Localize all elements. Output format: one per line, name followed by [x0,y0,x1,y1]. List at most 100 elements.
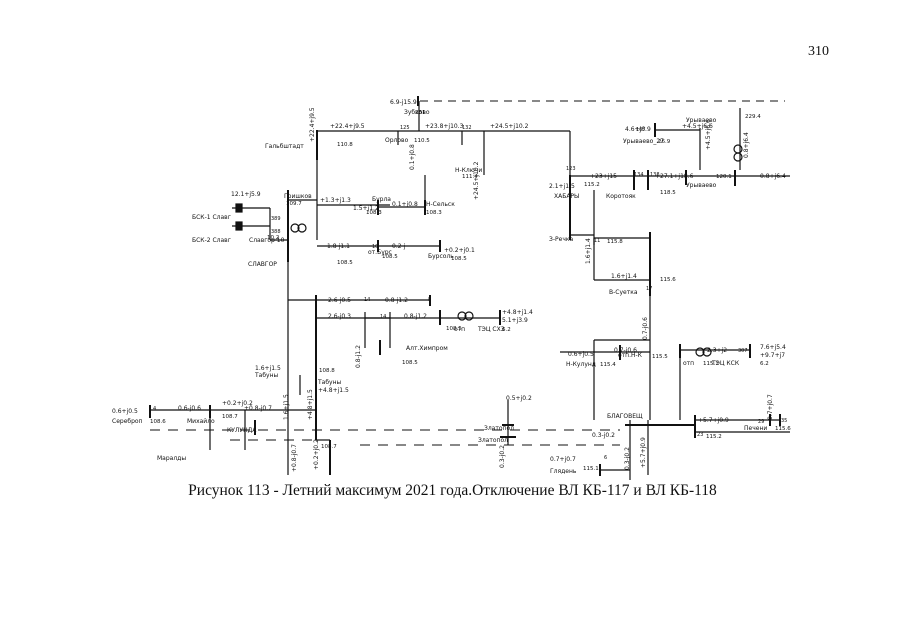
node-otp-n-k: отп.Н-К [618,352,643,359]
node-blagoveshch: БЛАГОВЕЩ [607,413,643,420]
node-pechenii: Печени [744,425,767,432]
vertical-flow-labels: +22.4+j9.5 0.1+j0.8 +24.5+j10.2 1.6+j1.4… [283,107,774,472]
flow-label: 0.8-j1.2 [404,313,427,320]
flow-label-vertical: 0.8-j1.2 [355,345,362,368]
node-korotoyak: Коротояк [606,193,636,200]
node-ot-bursol: от.Бурс [368,249,392,256]
voltage-label: 108.7 [321,444,337,450]
node-grishkovka: Гришков [284,193,312,200]
bus-number: 14 [380,314,386,320]
node-serebropol: Сереброп [112,418,143,425]
node-burla: Бурла [372,196,391,203]
voltage-label: 118.5 [660,190,676,196]
flow-label: 2.1+j1.5 [549,183,575,190]
scheme-lines [149,96,790,480]
voltage-label: 110.8 [337,142,353,148]
voltage-label: 110.5 [414,138,430,144]
flow-label: +0.8-j0.7 [244,405,272,412]
bus-number: 389 [271,216,281,222]
flow-label: 1.8-j1.1 [327,243,350,250]
voltage-label: 115.6 [775,426,791,432]
voltage-label: 108.5 [382,254,398,260]
bus-number: 6 [604,455,607,461]
flow-label: 0.6+j0.5 [112,408,138,415]
bus-number: 14 [364,297,370,303]
node-n-selsk: Н-Сельск [426,201,455,208]
voltage-label: 115.5 [652,354,668,360]
voltage-label: 115.2 [584,182,600,188]
node-maraldy: Маралды [157,455,186,462]
node-slavgorod-10: Славгор 10 [249,237,285,244]
flow-label: 2.6-j0.3 [328,313,351,320]
flow-label: 0.7+j0.7 [550,456,576,463]
bus-number: 8 [428,297,431,303]
node-tets-ksk: ТЭЦ КСК [711,360,740,367]
flow-label-vertical: +24.5+j10.2 [473,161,480,200]
bus-number: 29 [758,419,764,425]
node-tets-skh: ТЭЦ СХЗ [477,326,505,333]
voltage-label: 108.5 [402,360,418,366]
flow-label-vertical: 0.3-j0.2 [624,447,631,470]
bus-number: 134 [634,172,644,178]
voltage-label: 108.3 [426,210,442,216]
node-urlyaevo-2: Урываево [686,182,717,189]
node-zrechka: З-Речка [549,236,573,243]
flow-label: 7.6+j5.4 [760,344,786,351]
flow-label-vertical: +4.8+j1.5 [307,389,314,420]
flow-label-vertical: +5.7+j0.9 [640,437,647,468]
node-labels: Зубково Гальбштадт Орлово Н-Ключи ХАБАРЫ… [112,109,767,475]
node-bursol: Бурсоль [428,253,454,260]
voltage-labels: 110.8 110.5 111.4 115.2 118.5 120.1 26.9… [150,110,791,472]
flow-label: 2.6-j0.5 [328,297,351,304]
flow-label: 0.2-j [392,243,406,250]
node-v-suetka: В-Суетка [609,289,638,296]
node-glyaden: Глядень [550,468,577,475]
node-kulunda: КУЛУНДА [227,427,257,434]
flow-label: 5.1+j3.9 [502,317,528,324]
flow-label-vertical: +0.2+j0.2 [313,439,320,470]
node-slavgorod: СЛАВГОР [248,261,277,268]
voltage-label: 108.8 [319,368,335,374]
flow-label-vertical: +4.5+j6.6 [705,119,712,150]
flow-labels: 6.9-j15.9 +22.4+j9.5 +23.8+j10.3 +24.5+j… [112,99,786,463]
node-tabuny-2: Табуны [317,379,342,386]
flow-label: +23.8+j10.3 [425,123,464,130]
voltage-label: 115.4 [600,362,616,368]
voltage-label: 115.1 [583,466,599,472]
flow-label-vertical: +0.8-j0.7 [291,444,298,472]
node-urlyaevo: Урываево [686,117,717,124]
bus-number: 388 [271,229,281,235]
bus-number: 23 [697,432,703,438]
flow-label: 0.8+j6.4 [760,173,786,180]
node-n-klyuchi: Н-Ключи [455,167,482,174]
figure-caption: Рисунок 113 - Летний максимум 2021 года.… [188,482,717,499]
flow-label: +0.2+j0.2 [222,400,253,407]
flow-label: +22.4+j9.5 [330,123,365,130]
flow-label: +5.7+j0.9 [698,417,729,424]
flow-label: 1.5+j1.2 [353,205,379,212]
voltage-label: 10.2 [267,235,279,241]
bus-number: 125 [400,125,410,131]
node-alt-khimprom: Алт.Химпром [406,345,448,352]
bus-number: 123 [566,166,576,172]
bus-number: 307 [738,348,748,354]
voltage-label: 115.1 [703,361,719,367]
flow-label: 1.6+j1.4 [611,273,637,280]
node-urlyaevo-27: Урываево_27 [623,138,664,145]
voltage-label: 120.1 [716,174,732,180]
flow-label-vertical: 0.7-j0.6 [642,317,649,340]
bus-number: 132 [462,125,472,131]
node-galbshtadt: Гальбштадт [265,143,304,150]
flow-label: +24.5+j10.2 [490,123,529,130]
node-mikhino: Михайло [187,418,215,425]
flow-label: +1.3+j1.3 [320,197,351,204]
voltage-label: 26.9 [658,139,671,145]
flow-label: 12.1+j5.9 [231,191,261,198]
bus-number: 138 [650,172,660,178]
page-number: 310 [808,44,829,59]
bus-number: 10 [372,244,378,250]
flow-label: 0.6-j0.6 [178,405,201,412]
voltage-label: 108.3 [366,210,382,216]
